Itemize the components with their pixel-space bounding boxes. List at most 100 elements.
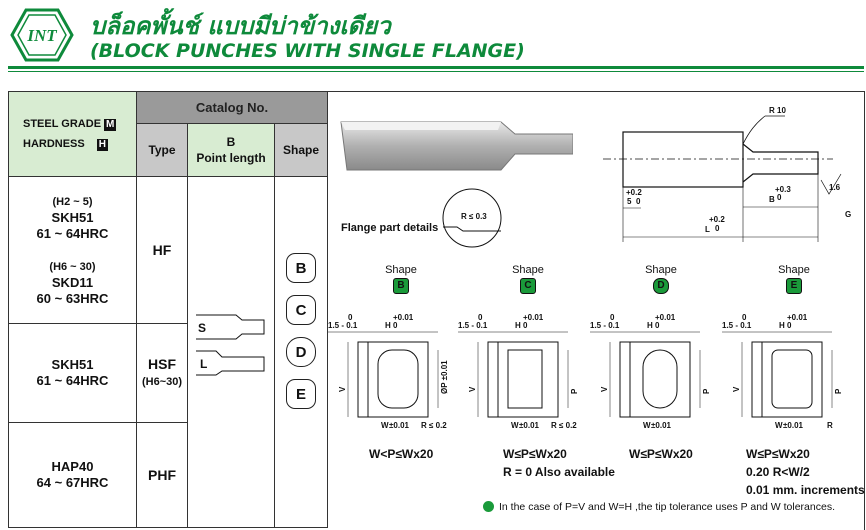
caption-shape-c: W≤P≤Wx20 [503,447,567,461]
r-small-label: R ≤ 0.3 [461,212,487,221]
int-logo: INT [10,8,74,62]
point-length-diagram [196,314,265,376]
caption-shape-e-radius: 0.20 R<W/2 [746,465,810,479]
p-label: P [834,388,843,394]
grade-text: 60 ~ 63HRC [36,291,109,306]
dim-l-tol: +0.2 [709,215,725,224]
shape-b-label: B [286,253,316,283]
footnote-bullet-icon [483,501,494,512]
page-title-thai: บล็อคพั้นช์ แบบมีบ่าข้างเดียว [90,12,391,40]
dim-b-tol2: 0 [777,193,782,202]
p-label: P [702,388,711,394]
dim-5-tol2: 0 [636,197,641,206]
shape-e-drawing: 0 1.5 - 0.1 +0.01 H 0 V P W ±0.01 R [722,313,843,430]
h-tol-label: +0.01 [523,313,544,322]
type-hf: HF [136,176,188,324]
caption-shape-d: W≤P≤Wx20 [629,447,693,461]
header-rule-thin [8,71,864,72]
dim-5-tol: +0.2 [626,188,642,197]
hardness-badge: H [96,139,108,151]
flange-part-label: Flange part details [341,222,439,234]
h-tol-label: +0.01 [655,313,676,322]
shape-d-drawing: 0 1.5 - 0.1 +0.01 H 0 V P W ±0.01 [590,313,711,430]
type-header: Type [136,123,188,177]
h-tol-label: +0.01 [393,313,414,322]
shape-text: Shape [778,264,810,276]
shape-c-header: Shape C [509,264,547,294]
h-label: H [647,321,653,330]
w-tol-label: ±0.01 [389,421,410,430]
dim-l-tol2: 0 [715,224,720,233]
flange-dim-label: 1.5 - 0.1 [722,321,752,330]
dim-b: B [769,195,775,204]
v-label: V [468,386,477,392]
flange-dim-label: 1.5 - 0.1 [328,321,358,330]
steel-grade-badge: M [104,119,117,131]
h-tol-label: +0.01 [787,313,808,322]
h-label: H [385,321,391,330]
catalog-no-header: Catalog No. [136,91,328,124]
shape-cell: B C D E [274,176,328,528]
grade-cell-phf: HAP40 64 ~ 67HRC [8,422,137,528]
page-header: INT บล็อคพั้นช์ แบบมีบ่าข้างเดียว (BLOCK… [0,0,866,72]
shape-text: Shape [512,264,544,276]
grade-text: 61 ~ 64HRC [36,226,109,241]
dim-l: L [705,225,710,234]
s-label: S [198,321,207,335]
zero-label: 0 [348,313,353,322]
h-tol2-label: 0 [787,321,792,330]
shape-b-drawing: 0 1.5 - 0.1 +0.01 H 0 V ØP ±0.01 W ±0.01… [328,313,449,430]
shape-c-badge: C [520,278,536,294]
hardness-label: HARDNESS [23,138,85,150]
w-label: W [511,421,519,430]
w-label: W [381,421,389,430]
r-label: R [827,421,833,430]
grade-cell-hsf: SKH51 61 ~ 64HRC [8,323,137,423]
type-phf: PHF [136,422,188,528]
h-label: H [779,321,785,330]
caption-shape-c-note: R = 0 Also available [503,465,615,479]
grade-cell-hf: (H2 ~ 5) SKH51 61 ~ 64HRC (H6 ~ 30) SKD1… [8,176,137,324]
shape-c-label: C [286,295,316,325]
zero-label: 0 [742,313,747,322]
r02-label: R ≤ 0.2 [421,421,447,430]
logo-text: INT [26,26,57,45]
header-rule [8,66,864,69]
shape-b-badge: B [393,278,409,294]
w-tol-label: ±0.01 [783,421,804,430]
type-hsf-label: HSF [148,356,176,372]
shape-text: Shape [645,264,677,276]
footnote-text: In the case of P=V and W=H ,the tip tole… [499,501,835,513]
v-label: V [732,386,741,392]
shape-e-header: Shape E [775,264,813,294]
shape-d-label: D [286,337,316,367]
dim-b-tol: +0.3 [775,185,791,194]
roughness-label: 1.6 [829,183,841,192]
caption-shape-e: W≤P≤Wx20 [746,447,810,461]
r10-label: R 10 [769,106,786,115]
flange-dim-label: 1.5 - 0.1 [590,321,620,330]
shape-b-header: Shape B [382,264,420,294]
h-label: H [515,321,521,330]
shape-d-header: Shape D [642,264,680,294]
grade-text: 64 ~ 67HRC [36,475,109,490]
g-label: G [845,210,851,219]
shape-text: Shape [385,264,417,276]
punch-illustration [340,121,573,171]
point-length-header: B Point length [187,123,275,177]
w-tol-label: ±0.01 [651,421,672,430]
grade-text: (H2 ~ 5) [52,196,93,208]
type-hsf: HSF (H6~30) [136,323,188,423]
caption-shape-b: W<P≤Wx20 [369,447,434,461]
w-tol-label: ±0.01 [519,421,540,430]
page-title-english: (BLOCK PUNCHES WITH SINGLE FLANGE) [90,40,525,62]
type-hsf-sub: (H6~30) [141,376,183,388]
dp-label: ØP ±0.01 [440,360,449,394]
grade-text: (H6 ~ 30) [49,261,96,273]
shape-e-badge: E [786,278,802,294]
dim-5: 5 [627,197,632,206]
steel-grade-label: STEEL GRADE [23,118,102,130]
shape-header: Shape [274,123,328,177]
